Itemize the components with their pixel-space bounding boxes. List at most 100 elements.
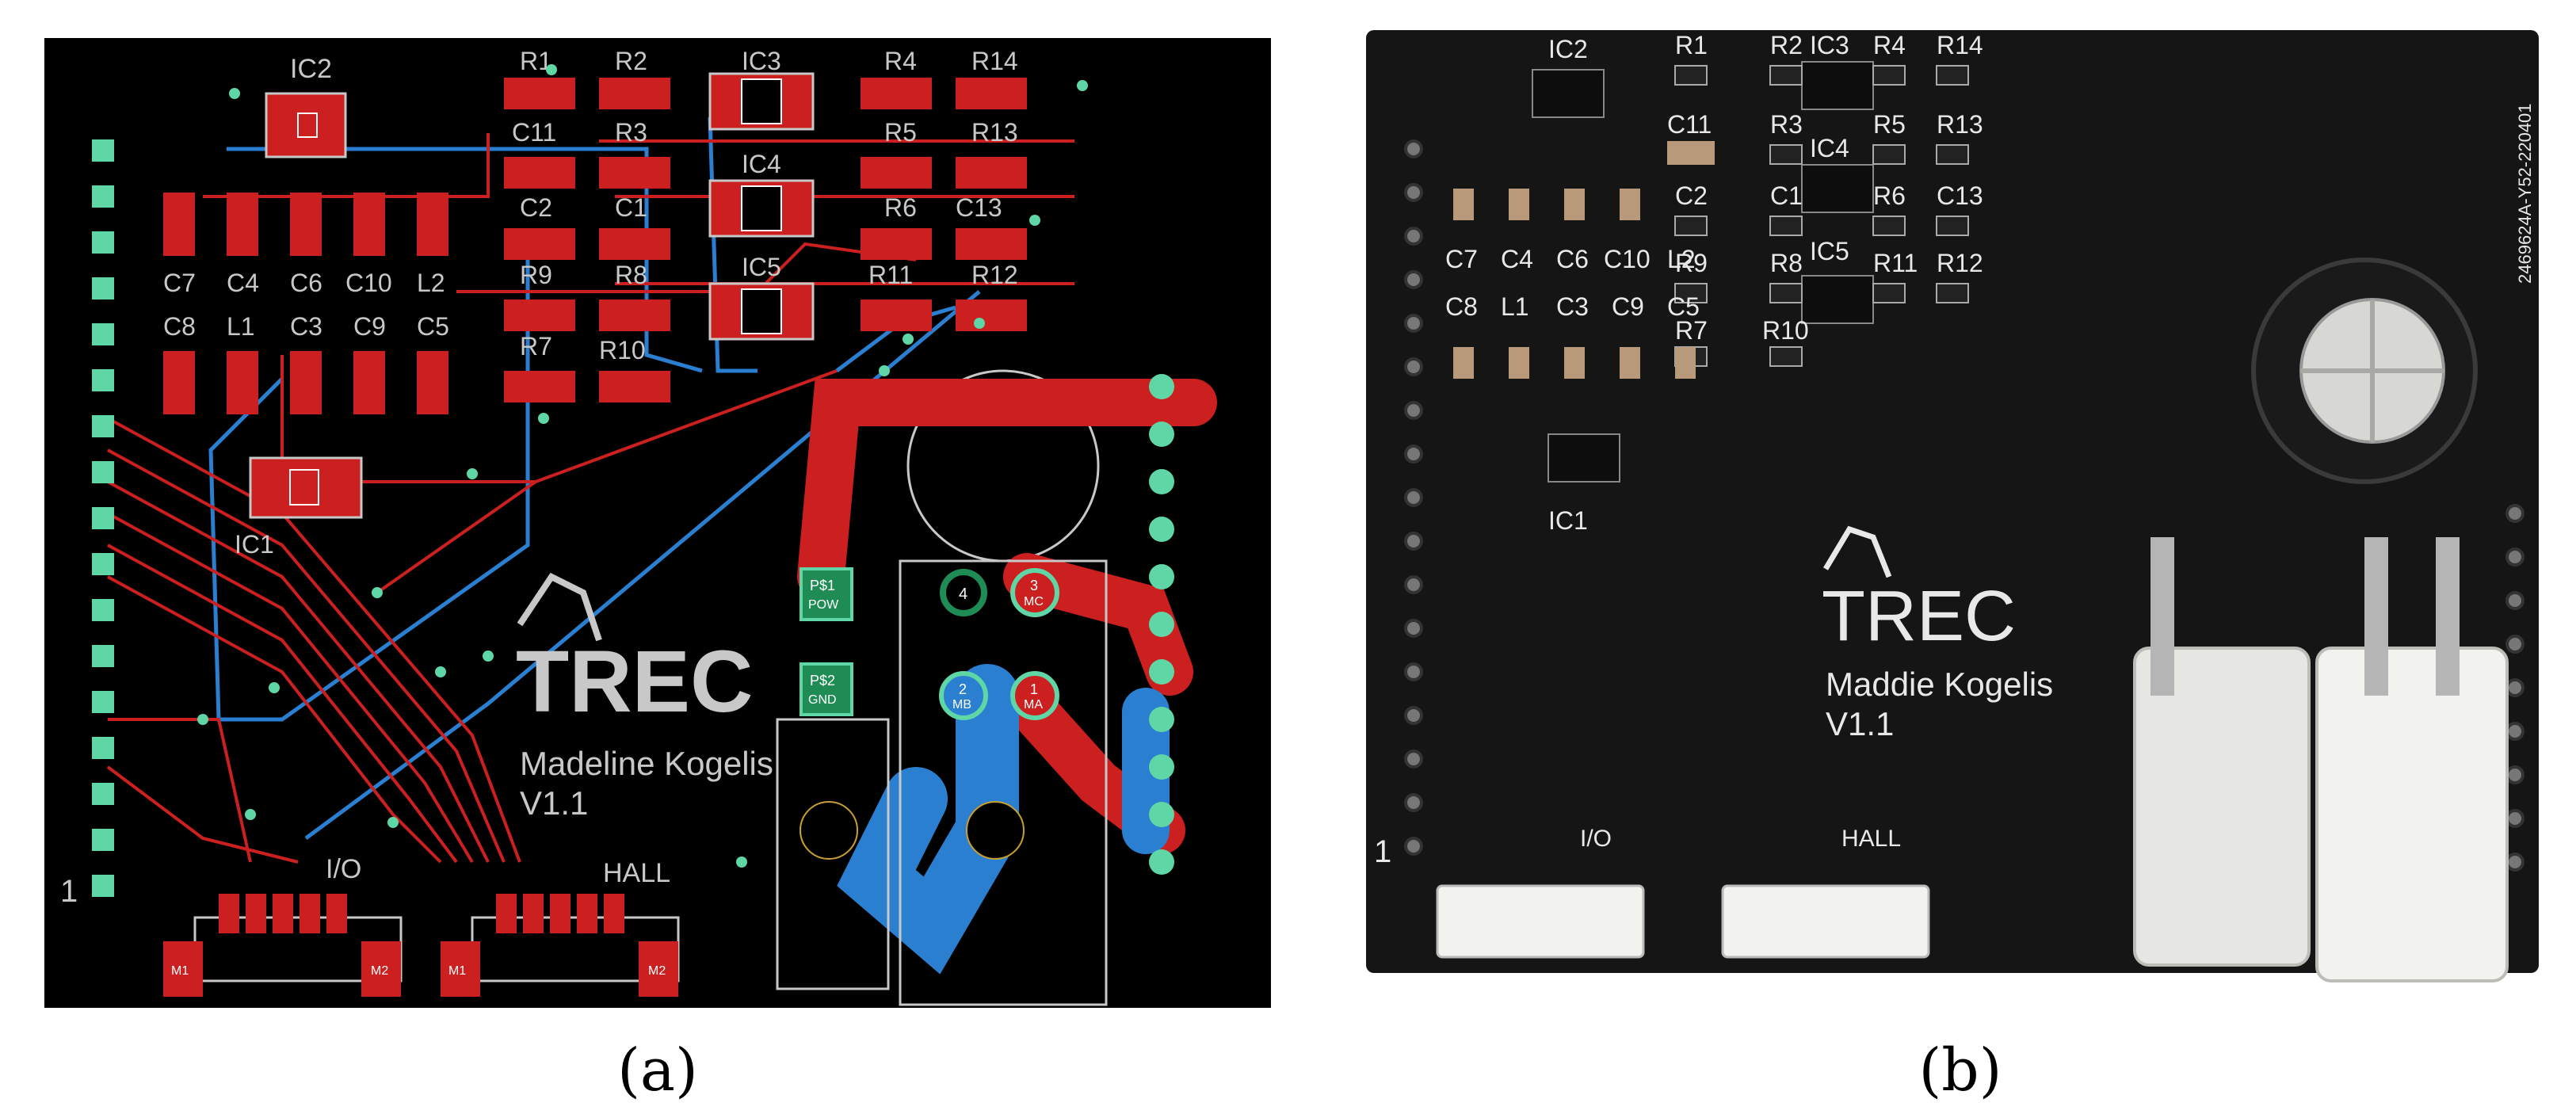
ic5-footprint [708,282,815,341]
motor-pad-3-num: 3 [1030,578,1038,593]
b-io-connector [1436,884,1645,959]
b-label-r1: R1 [1675,31,1708,59]
b-label-l2: L2 [1667,245,1696,273]
smd-resistors [1674,65,1969,367]
b-label-r7: R7 [1675,316,1708,345]
pad-pow-id: P$1 [810,578,835,593]
b-label-c3: C3 [1556,292,1589,321]
label-c11: C11 [512,118,556,147]
mounting-holes [800,801,1025,860]
b-label-ic5: IC5 [1810,237,1849,265]
label-c3: C3 [290,312,322,341]
label-c13: C13 [956,193,1002,222]
b-label-c4: C4 [1501,245,1533,273]
b-label-c9: C9 [1612,292,1644,321]
ic4-footprint [708,179,815,238]
label-r5: R5 [884,118,917,147]
label-r8: R8 [615,261,647,289]
caption-a: (a) [617,1036,698,1104]
right-header-pins [1149,374,1174,875]
ic-chips [1532,61,1874,483]
pcb-layout-drawing: 1 IC2 [60,47,1217,1006]
b-io-connector-label: I/O [1580,826,1612,852]
assembled-pcb-drawing: 1 2469624A-Y52-220401 [1366,30,2539,982]
ic2-footprint [265,92,347,158]
label-c8: C8 [163,312,196,341]
motor-pad-2-sub: MB [952,698,971,712]
label-r13: R13 [971,118,1018,147]
smd-capacitors [1453,141,1715,379]
label-r4: R4 [884,47,917,75]
b-hall-connector [1721,884,1930,959]
power-traces [797,379,1217,975]
motor-pad-1: 1 MA [1010,671,1059,720]
motor-pad-2: 2 MB [939,671,988,720]
b-label-l1: L1 [1501,292,1529,321]
label-r2: R2 [615,47,647,75]
b-label-c10: C10 [1604,245,1651,273]
pad-gnd: P$2 GND [800,662,853,716]
label-ic2: IC2 [290,54,332,84]
pcb-layout-panel: 1 IC2 [44,38,1271,1008]
motor-pad-4: 4 [940,569,987,616]
pad-gnd-sub: GND [808,693,837,707]
io-connector-m1: M1 [171,964,189,978]
b-label-ic2: IC2 [1548,35,1588,63]
label-l1: L1 [227,312,255,341]
label-c7: C7 [163,269,196,297]
label-c5: C5 [417,312,449,341]
pin-one-label: 1 [1374,834,1391,869]
b-label-r14: R14 [1937,31,1983,59]
capacitor-pads [163,193,448,414]
b-label-r13: R13 [1937,110,1983,139]
vias [197,64,1088,868]
author-label: Madeline Kogelis [520,745,773,782]
b-label-ic3: IC3 [1810,31,1849,59]
label-ic4: IC4 [742,150,781,178]
motor-pad-4-num: 4 [959,586,967,603]
label-r7: R7 [520,332,552,361]
left-header-pins [92,139,114,897]
resistor-pads-row-1 [504,78,1027,402]
label-ic3: IC3 [742,47,781,75]
label-c4: C4 [227,269,259,297]
motor-pad-3-sub: MC [1024,595,1044,609]
silkscreen-labels: IC2 R1 R2 IC3 R4 R14 C11 R3 R5 R13 IC4 C… [1445,31,1983,535]
io-connector-m2: M2 [371,964,388,978]
b-version-label: V1.1 [1826,705,1894,742]
label-c10: C10 [345,269,392,297]
caption-b: (b) [1918,1036,2002,1104]
trec-logo: TREC [516,572,753,731]
ic1-footprint [249,456,363,519]
b-label-c7: C7 [1445,245,1478,273]
b-label-c13: C13 [1937,181,1983,210]
pad-pow: P$1 POW [800,567,853,621]
b-label-r8: R8 [1770,249,1803,277]
b-label-ic4: IC4 [1810,134,1849,162]
power-connector-outline [776,718,890,990]
motor-pad-2-num: 2 [959,681,967,697]
component-labels: R1 R2 IC3 R4 R14 C11 R3 R5 R13 IC4 C2 C1… [163,47,1018,559]
trec-logo-text: TREC [516,633,753,731]
left-header-pin-one-label: 1 [60,874,78,909]
label-ic1: IC1 [235,530,274,559]
motor-pad-3: 3 MC [1010,568,1059,617]
right-header-holes [2505,504,2524,872]
label-r14: R14 [971,47,1018,75]
b-label-r3: R3 [1770,110,1803,139]
b-label-ic1: IC1 [1548,506,1588,535]
b-label-r11: R11 [1873,249,1918,277]
hall-connector-m1: M1 [448,964,466,978]
motor-pad-1-sub: MA [1024,698,1043,712]
b-trec-logo: TREC [1822,525,2016,656]
b-label-c6: C6 [1556,245,1589,273]
hall-connector-m2: M2 [648,964,666,978]
b-label-r12: R12 [1937,249,1983,277]
label-ic5: IC5 [742,253,781,281]
label-c2: C2 [520,193,552,222]
label-c1: C1 [615,193,647,222]
assembled-pcb-photo-panel: 1 2469624A-Y52-220401 [1350,22,2548,992]
io-connector: M1 M2 [163,894,403,997]
hall-connector: M1 M2 [441,894,680,997]
left-header-holes [1404,139,1423,856]
